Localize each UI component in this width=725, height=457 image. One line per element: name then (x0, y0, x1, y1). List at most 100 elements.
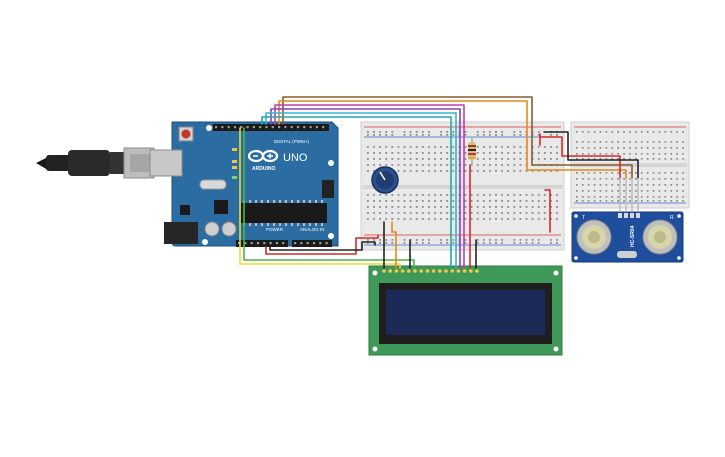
breadboard-hole[interactable] (434, 164, 436, 166)
breadboard-hole[interactable] (385, 134, 388, 136)
breadboard-hole[interactable] (646, 158, 649, 160)
header-pin[interactable] (263, 242, 266, 245)
breadboard-hole[interactable] (658, 147, 661, 149)
breadboard-hole[interactable] (507, 158, 510, 160)
breadboard-hole[interactable] (576, 131, 578, 133)
breadboard-hole[interactable] (556, 194, 558, 196)
breadboard-hole[interactable] (367, 152, 369, 154)
breadboard-hole[interactable] (434, 212, 436, 214)
breadboard-hole[interactable] (550, 158, 552, 160)
breadboard-hole[interactable] (550, 170, 552, 172)
breadboard-hole[interactable] (611, 147, 614, 149)
breadboard-hole[interactable] (617, 158, 619, 160)
breadboard-hole[interactable] (464, 242, 467, 244)
breadboard-hole[interactable] (397, 164, 400, 166)
breadboard-hole[interactable] (640, 147, 643, 149)
breadboard-hole[interactable] (646, 141, 649, 143)
breadboard-hole[interactable] (385, 218, 388, 220)
header-pin[interactable] (319, 242, 322, 245)
breadboard-hole[interactable] (605, 158, 608, 160)
breadboard-hole[interactable] (367, 134, 369, 136)
breadboard-hole[interactable] (599, 190, 602, 192)
breadboard-hole[interactable] (367, 200, 369, 202)
breadboard-hole[interactable] (676, 200, 678, 202)
header-pin[interactable] (282, 242, 285, 245)
breadboard-hole[interactable] (646, 153, 649, 155)
breadboard-hole[interactable] (623, 158, 625, 160)
breadboard-hole[interactable] (550, 218, 552, 220)
breadboard-hole[interactable] (646, 178, 649, 180)
breadboard-hole[interactable] (640, 196, 643, 198)
breadboard-hole[interactable] (537, 212, 540, 214)
breadboard-hole[interactable] (525, 206, 528, 208)
breadboard-hole[interactable] (531, 194, 534, 196)
breadboard-hole[interactable] (379, 146, 381, 148)
breadboard-hole[interactable] (507, 170, 510, 172)
breadboard-hole[interactable] (617, 178, 619, 180)
breadboard-hole[interactable] (385, 206, 388, 208)
breadboard-hole[interactable] (428, 218, 430, 220)
breadboard-hole[interactable] (409, 206, 412, 208)
breadboard-hole[interactable] (676, 153, 678, 155)
breadboard-hole[interactable] (482, 170, 485, 172)
breadboard-hole[interactable] (507, 152, 510, 154)
lcd-pin[interactable] (407, 269, 411, 273)
breadboard-hole[interactable] (397, 170, 400, 172)
breadboard-hole[interactable] (421, 242, 424, 244)
breadboard-hole[interactable] (682, 158, 684, 160)
header-pin[interactable] (269, 242, 272, 245)
lcd-pin[interactable] (413, 269, 417, 273)
breadboard-hole[interactable] (501, 164, 503, 166)
breadboard-hole[interactable] (507, 194, 510, 196)
breadboard-hole[interactable] (373, 206, 375, 208)
breadboard-hole[interactable] (646, 131, 649, 133)
breadboard-hole[interactable] (531, 206, 534, 208)
breadboard-hole[interactable] (470, 212, 473, 214)
breadboard-hole[interactable] (652, 153, 655, 155)
breadboard-hole[interactable] (446, 194, 449, 196)
breadboard-hole[interactable] (593, 184, 596, 186)
breadboard-hole[interactable] (664, 184, 667, 186)
header-pin[interactable] (275, 242, 278, 245)
breadboard-hole[interactable] (599, 141, 602, 143)
breadboard-hole[interactable] (593, 147, 596, 149)
breadboard-hole[interactable] (658, 196, 661, 198)
breadboard-hole[interactable] (525, 212, 528, 214)
breadboard-hole[interactable] (587, 196, 590, 198)
breadboard-hole[interactable] (587, 190, 590, 192)
breadboard-hole[interactable] (670, 153, 673, 155)
breadboard-hole[interactable] (605, 190, 608, 192)
breadboard-hole[interactable] (623, 141, 625, 143)
breadboard-hole[interactable] (507, 146, 510, 148)
breadboard-hole[interactable] (379, 134, 381, 136)
breadboard-hole[interactable] (464, 152, 467, 154)
breadboard-hole[interactable] (543, 206, 546, 208)
breadboard-hole[interactable] (599, 178, 602, 180)
breadboard-hole[interactable] (495, 134, 497, 136)
breadboard-hole[interactable] (391, 212, 394, 214)
breadboard-hole[interactable] (434, 152, 436, 154)
breadboard-hole[interactable] (489, 131, 491, 133)
breadboard-hole[interactable] (501, 212, 503, 214)
breadboard-hole[interactable] (507, 164, 510, 166)
breadboard-hole[interactable] (605, 172, 608, 174)
breadboard-hole[interactable] (599, 184, 602, 186)
breadboard-hole[interactable] (428, 242, 430, 244)
breadboard-hole[interactable] (403, 242, 406, 244)
breadboard-hole[interactable] (501, 206, 503, 208)
breadboard-hole[interactable] (676, 196, 678, 198)
breadboard-hole[interactable] (682, 141, 684, 143)
breadboard-hole[interactable] (446, 212, 449, 214)
breadboard-hole[interactable] (409, 146, 412, 148)
breadboard-hole[interactable] (501, 158, 503, 160)
breadboard-hole[interactable] (629, 178, 631, 180)
breadboard-hole[interactable] (403, 146, 406, 148)
header-pin[interactable] (309, 126, 312, 129)
sensor-pin[interactable] (618, 213, 622, 218)
breadboard-hole[interactable] (373, 239, 375, 241)
breadboard-hole[interactable] (670, 200, 673, 202)
wire-black-gnd[interactable] (269, 241, 376, 251)
breadboard-hole[interactable] (537, 131, 540, 133)
wire-red-power[interactable] (265, 234, 379, 255)
breadboard-hole[interactable] (664, 200, 667, 202)
